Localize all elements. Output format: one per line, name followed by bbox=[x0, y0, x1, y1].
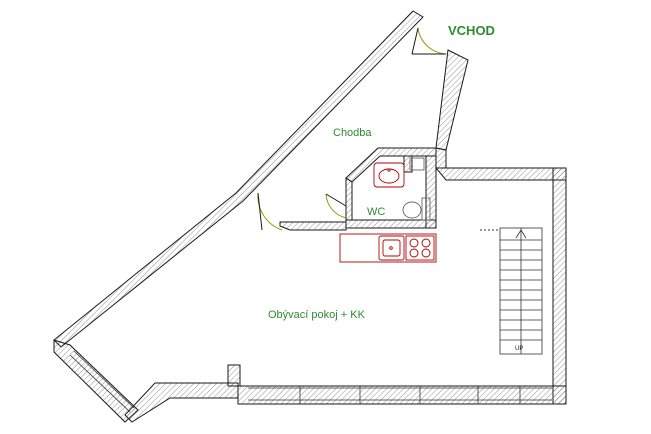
wall-diagonal-northwest bbox=[53, 10, 424, 348]
toilet-icon bbox=[402, 197, 431, 221]
entrance-door-arc bbox=[417, 27, 447, 55]
doors bbox=[257, 27, 447, 231]
wall-bottom-right bbox=[237, 385, 567, 405]
wc-door-arc bbox=[325, 193, 347, 219]
entrance-label: VCHOD bbox=[448, 23, 495, 38]
wall-hall-right bbox=[435, 147, 447, 169]
wall-bottom-left bbox=[124, 382, 239, 423]
staircase-icon bbox=[480, 227, 543, 355]
wall-wc-top bbox=[345, 147, 437, 183]
box-icon bbox=[409, 157, 425, 171]
wall-hall-bottom bbox=[279, 221, 347, 231]
sink-icon bbox=[373, 162, 405, 188]
hallway-label: Chodba bbox=[333, 127, 372, 139]
wc-label: WC bbox=[367, 206, 385, 218]
wall-wc-right bbox=[425, 155, 437, 229]
wall-wc-bottom bbox=[345, 219, 437, 229]
wall-right bbox=[552, 167, 567, 405]
wall-pillar bbox=[227, 364, 241, 387]
interior-outlines bbox=[69, 350, 552, 413]
wall-stair-top bbox=[434, 167, 567, 181]
living-door-arc bbox=[257, 192, 283, 231]
kitchen-sink-icon bbox=[378, 235, 405, 261]
stove-icon bbox=[405, 235, 435, 261]
wall-entrance-tower-right bbox=[435, 49, 469, 151]
wall-wc-left bbox=[345, 177, 353, 221]
kitchen-counter bbox=[339, 233, 437, 263]
stairs-up-label: UP bbox=[515, 346, 523, 352]
wall-left-end bbox=[53, 339, 139, 423]
living-room-label: Obývací pokoj + KK bbox=[268, 309, 366, 321]
exterior-walls bbox=[53, 10, 567, 423]
